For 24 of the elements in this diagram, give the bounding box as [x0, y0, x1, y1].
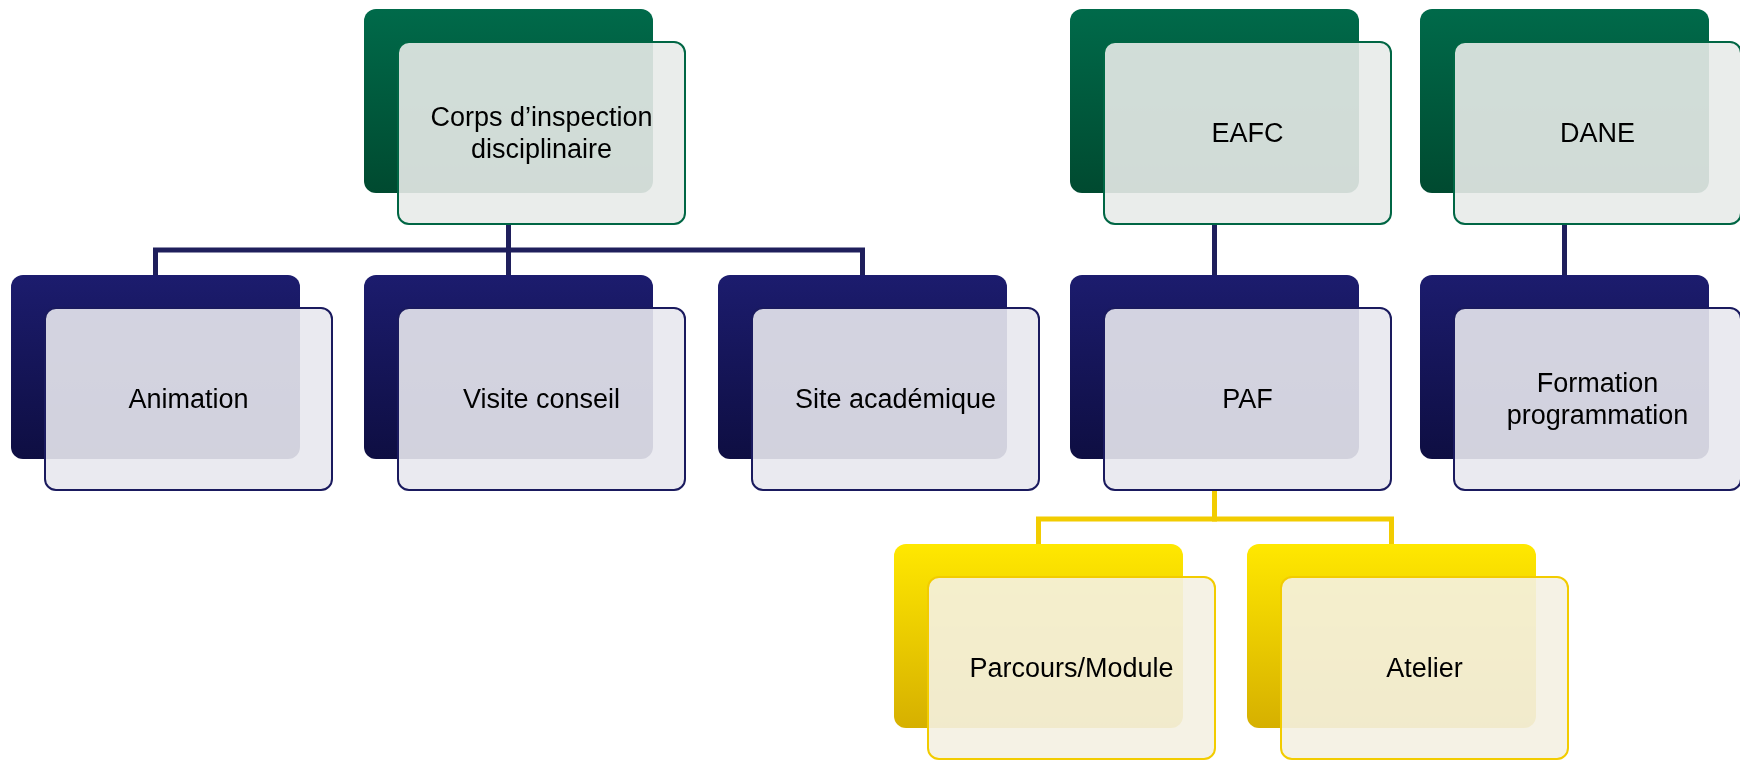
stacked-card [1420, 275, 1740, 491]
card-label: Animation [128, 382, 249, 416]
stacked-card [364, 9, 686, 225]
card-label: PAF [1222, 382, 1273, 416]
stacked-card [894, 544, 1216, 760]
card-label: Visite conseil [462, 382, 621, 416]
card-label: Atelier [1386, 651, 1463, 685]
stacked-card [1070, 275, 1392, 491]
stacked-card [1247, 544, 1569, 760]
card-label: Parcours/Module [969, 651, 1174, 685]
connector-line [1562, 225, 1567, 275]
stacked-card [364, 275, 686, 491]
card-label: Formation programmation [1505, 366, 1690, 432]
stacked-card [1070, 9, 1392, 225]
connector-line [1212, 225, 1217, 275]
stacked-card [718, 275, 1040, 491]
stacked-card [1420, 9, 1740, 225]
card-label: EAFC [1211, 116, 1284, 150]
card-label: Corps d’inspection disciplinaire [429, 100, 654, 166]
connector-line [506, 225, 865, 275]
connector-line [1212, 491, 1394, 544]
stacked-card [11, 275, 333, 491]
card-label: Site académique [794, 382, 997, 416]
card-label: DANE [1560, 116, 1635, 150]
